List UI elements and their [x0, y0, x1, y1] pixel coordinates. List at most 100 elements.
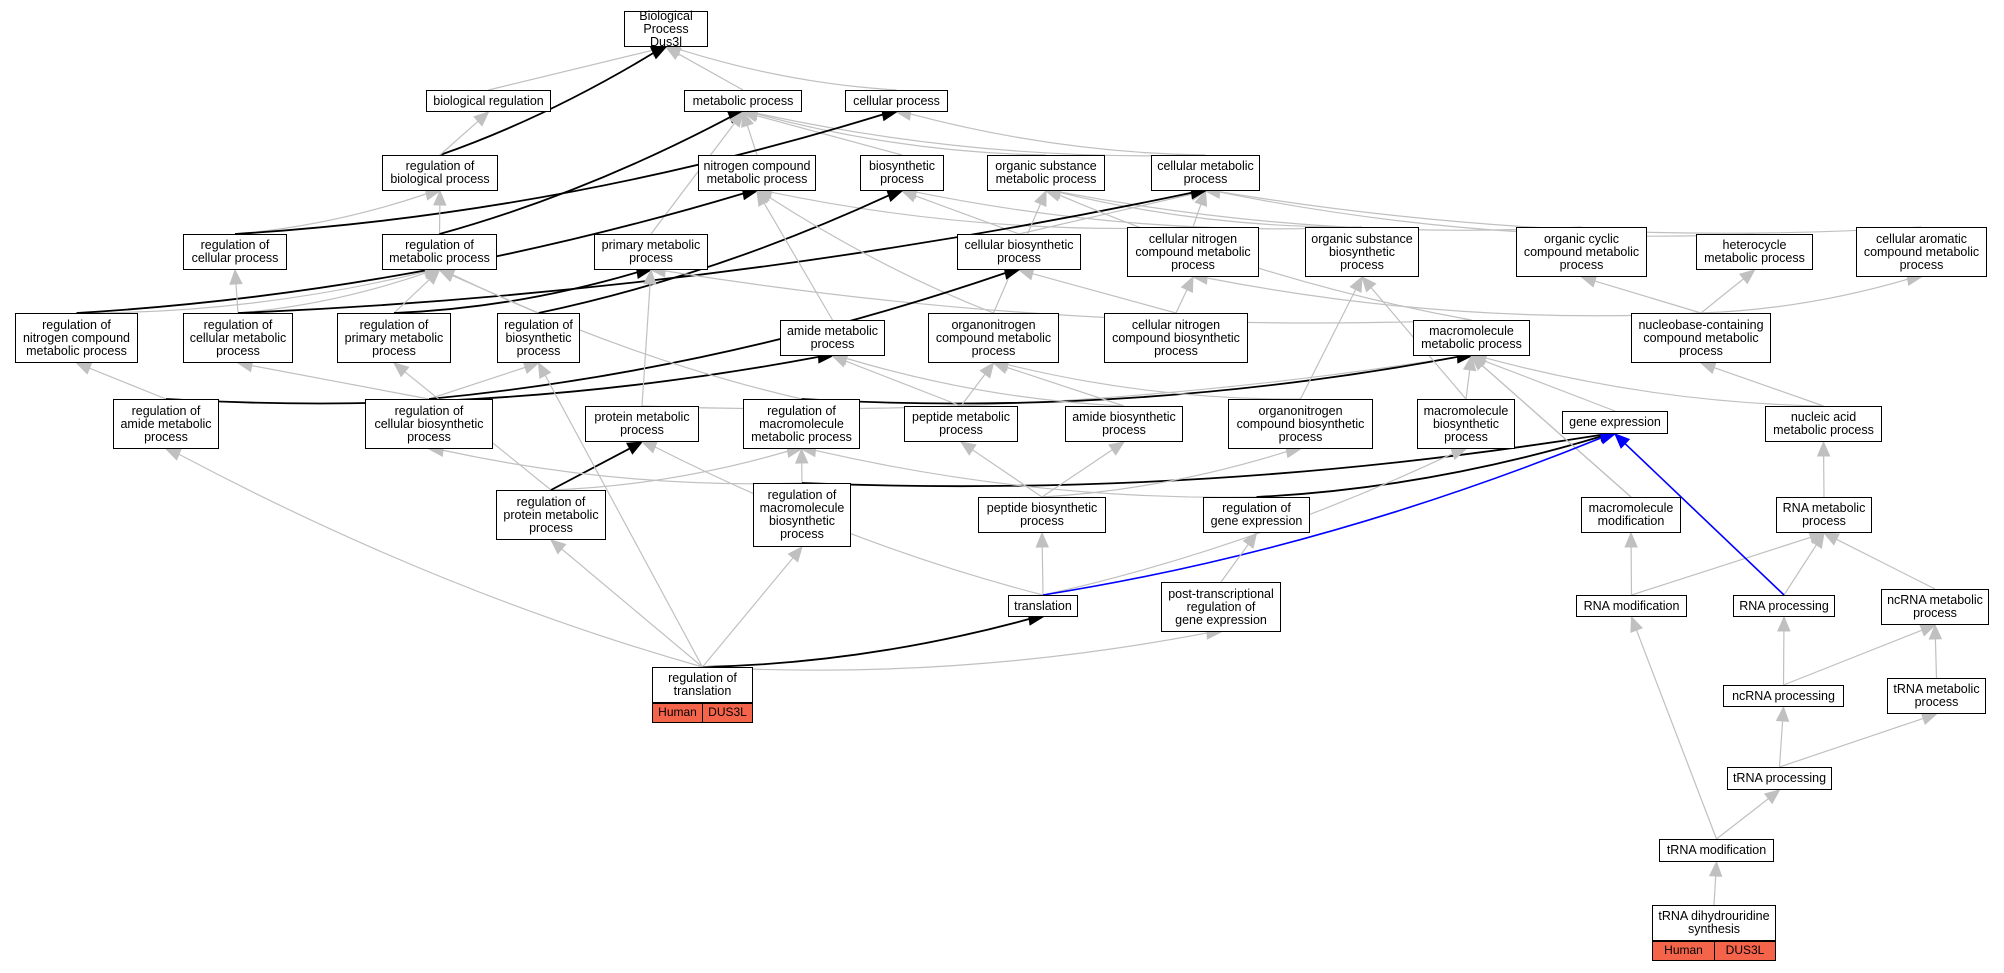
- edge-amidebio-to-amidemet: [846, 357, 1125, 407]
- edge-rnaproc-to-rnamet: [1783, 544, 1817, 596]
- node-amide-metabolic-process[interactable]: amide metabolic process: [780, 320, 885, 356]
- node-regulation-of-metabolic-process[interactable]: regulation of metabolic process: [382, 234, 497, 270]
- node-macromolecule-metabolic-process[interactable]: macromolecule metabolic process: [1413, 320, 1530, 356]
- arrowhead-translation-to-peptbio: [1035, 531, 1049, 548]
- arrowhead-ncrnaproc-to-rnaproc: [1777, 615, 1791, 632]
- annotation-trnadihydro-species[interactable]: Human: [1652, 941, 1715, 961]
- node-organonitrogen-compound-metabolic-process[interactable]: organonitrogen compound metabolic proces…: [928, 313, 1059, 363]
- annotation-regtrans-gene[interactable]: DUS3L: [702, 703, 753, 723]
- node-macromolecule-biosynthetic-process[interactable]: macromolecule biosynthetic process: [1417, 399, 1515, 449]
- node-regulation-of-macromolecule-biosynthetic-process[interactable]: regulation of macromolecule biosynthetic…: [753, 483, 851, 547]
- node-organonitrogen-compound-biosynthetic-process[interactable]: organonitrogen compound biosynthetic pro…: [1228, 399, 1373, 449]
- node-regulation-of-gene-expression[interactable]: regulation of gene expression: [1203, 497, 1310, 533]
- node-regulation-of-amide-metabolic-process[interactable]: regulation of amide metabolic process: [113, 399, 219, 449]
- edge-regtrans-to-regamide: [178, 453, 703, 668]
- node-amide-biosynthetic-process[interactable]: amide biosynthetic process: [1065, 406, 1183, 442]
- edge-metproc-to-bp: [677, 53, 744, 91]
- node-organic-substance-biosynthetic-process[interactable]: organic substance biosynthetic process: [1305, 227, 1419, 277]
- node-cellular-biosynthetic-process[interactable]: cellular biosynthetic process: [957, 234, 1081, 270]
- edge-regprim-to-regmet: [393, 279, 430, 314]
- node-ncrna-processing[interactable]: ncRNA processing: [1723, 685, 1844, 707]
- node-regulation-of-biological-process[interactable]: regulation of biological process: [382, 155, 498, 191]
- node-regulation-of-nitrogen-compound-metabolic-process[interactable]: regulation of nitrogen compound metaboli…: [15, 313, 138, 363]
- node-regulation-of-primary-metabolic-process[interactable]: regulation of primary metabolic process: [337, 313, 451, 363]
- arrowhead-regtrans-to-regamide: [164, 448, 182, 461]
- edge-orgsub-to-metproc: [756, 113, 1047, 156]
- arrowhead-regprot-to-regprim: [393, 362, 410, 378]
- node-cellular-process[interactable]: cellular process: [845, 90, 948, 112]
- edge-regcellbio-to-regbiosyn: [428, 366, 526, 400]
- edge-regmacrobio-to-geneexp: [801, 433, 1602, 488]
- arrowhead-protmet-to-primmet: [643, 268, 657, 285]
- node-trna-modification[interactable]: tRNA modification: [1659, 839, 1774, 862]
- node-metabolic-process[interactable]: metabolic process: [684, 90, 802, 112]
- node-regulation-of-cellular-process[interactable]: regulation of cellular process: [183, 234, 287, 270]
- node-heterocycle-metabolic-process[interactable]: heterocycle metabolic process: [1696, 234, 1813, 270]
- node-gene-expression[interactable]: gene expression: [1562, 411, 1668, 434]
- edge-reggene-to-geneexp: [1256, 435, 1602, 498]
- edge-nitrocmp-to-metproc: [746, 125, 758, 156]
- arrowhead-trnadihydro-to-trnamod: [1708, 860, 1723, 877]
- arrowhead-macromet-to-orgsub: [1044, 188, 1062, 202]
- node-primary-metabolic-process[interactable]: primary metabolic process: [594, 234, 708, 270]
- node-rna-modification[interactable]: RNA modification: [1576, 595, 1687, 617]
- edge-cellbiosyn-to-biosyn: [914, 195, 1020, 235]
- arrowhead-macromod-to-macromet: [1470, 355, 1487, 371]
- arrowhead-trnaproc-to-ncrnaproc: [1775, 705, 1790, 722]
- edge-regtrans-to-translation: [702, 618, 1030, 668]
- edge-regamide-to-regnitro: [89, 367, 167, 400]
- node-biosynthetic-process[interactable]: biosynthetic process: [860, 155, 944, 191]
- arrowhead-trnamod-to-trnaproc: [1763, 789, 1781, 805]
- node-regulation-of-cellular-biosynthetic-process[interactable]: regulation of cellular biosynthetic proc…: [365, 399, 493, 449]
- node-rna-processing[interactable]: RNA processing: [1733, 595, 1835, 617]
- edge-nucacid-to-nucleo: [1714, 367, 1824, 407]
- arrowhead-regcellbio-to-regbiosyn: [522, 361, 540, 374]
- edge-regcellbio-to-cellbiosyn: [428, 272, 1006, 400]
- edge-nucleo-to-cellnitro: [1206, 277, 1702, 317]
- arrowhead-regbio-to-bp: [650, 46, 668, 60]
- node-organic-substance-metabolic-process[interactable]: organic substance metabolic process: [987, 155, 1105, 191]
- node-cellular-nitrogen-compound-biosynthetic-process[interactable]: cellular nitrogen compound biosynthetic …: [1104, 313, 1248, 363]
- arrowhead-orgnitromet-to-nitrocmp: [755, 190, 773, 204]
- node-regulation-of-cellular-metabolic-process[interactable]: regulation of cellular metabolic process: [183, 313, 293, 363]
- node-cellular-metabolic-process[interactable]: cellular metabolic process: [1151, 155, 1260, 191]
- node-translation[interactable]: translation: [1008, 595, 1078, 617]
- node-cellular-nitrogen-compound-metabolic-process[interactable]: cellular nitrogen compound metabolic pro…: [1127, 227, 1259, 277]
- annotation-regtrans-species[interactable]: Human: [652, 703, 703, 723]
- edge-biosyn-to-metproc: [756, 115, 903, 156]
- node-biological-process[interactable]: Biological Process Dus3l: [624, 9, 708, 48]
- node-biological-regulation[interactable]: biological regulation: [426, 90, 551, 112]
- edge-amidebio-to-orgnitromet: [1006, 366, 1125, 407]
- node-trna-metabolic-process[interactable]: tRNA metabolic process: [1887, 678, 1986, 714]
- node-trna-processing[interactable]: tRNA processing: [1727, 767, 1832, 790]
- edge-translation-to-peptbio: [1041, 546, 1044, 596]
- node-peptide-metabolic-process[interactable]: peptide metabolic process: [904, 406, 1018, 442]
- node-macromolecule-modification[interactable]: macromolecule modification: [1581, 497, 1681, 533]
- node-ncrna-metabolic-process[interactable]: ncRNA metabolic process: [1881, 589, 1989, 625]
- edge-amidemet-to-nitrocmp: [763, 202, 834, 321]
- node-regulation-of-biosynthetic-process[interactable]: regulation of biosynthetic process: [497, 313, 580, 363]
- node-rna-metabolic-process[interactable]: RNA metabolic process: [1776, 497, 1872, 533]
- edge-ncrnaproc-to-ncrnamet: [1783, 629, 1923, 686]
- node-nucleic-acid-metabolic-process[interactable]: nucleic acid metabolic process: [1765, 406, 1882, 442]
- annotation-trnadihydro-gene[interactable]: DUS3L: [1714, 941, 1776, 961]
- node-post-transcriptional-regulation-of-gene-expression[interactable]: post-transcriptional regulation of gene …: [1161, 582, 1281, 632]
- node-trna-dihydrouridine-synthesis[interactable]: tRNA dihydrouridine synthesis: [1652, 905, 1776, 941]
- node-peptide-biosynthetic-process[interactable]: peptide biosynthetic process: [978, 497, 1106, 533]
- node-protein-metabolic-process[interactable]: protein metabolic process: [585, 406, 699, 442]
- arrowhead-regcellmet-to-regcell: [229, 268, 243, 285]
- edge-geneexp-to-macromet: [1484, 360, 1616, 412]
- arrowhead-cellnitrobio-to-cellnitro: [1180, 275, 1194, 293]
- node-cellular-aromatic-compound-metabolic-process[interactable]: cellular aromatic compound metabolic pro…: [1856, 227, 1987, 277]
- node-nucleobase-containing-compound-metabolic-process[interactable]: nucleobase-containing compound metabolic…: [1631, 313, 1771, 363]
- node-regulation-of-macromolecule-metabolic-process[interactable]: regulation of macromolecule metabolic pr…: [743, 399, 860, 449]
- edge-cellproc-to-bp: [679, 48, 897, 91]
- edge-reggene-to-regmacromet: [815, 449, 1257, 498]
- node-nitrogen-compound-metabolic-process[interactable]: nitrogen compound metabolic process: [698, 155, 816, 191]
- arrowhead-rnaproc-to-rnamet: [1810, 531, 1825, 549]
- node-regulation-of-translation[interactable]: regulation of translation: [652, 667, 753, 703]
- node-organic-cyclic-compound-metabolic-process[interactable]: organic cyclic compound metabolic proces…: [1516, 227, 1647, 277]
- arrowhead-regtrans-to-regbiosyn: [537, 361, 552, 379]
- node-regulation-of-protein-metabolic-process[interactable]: regulation of protein metabolic process: [496, 490, 606, 540]
